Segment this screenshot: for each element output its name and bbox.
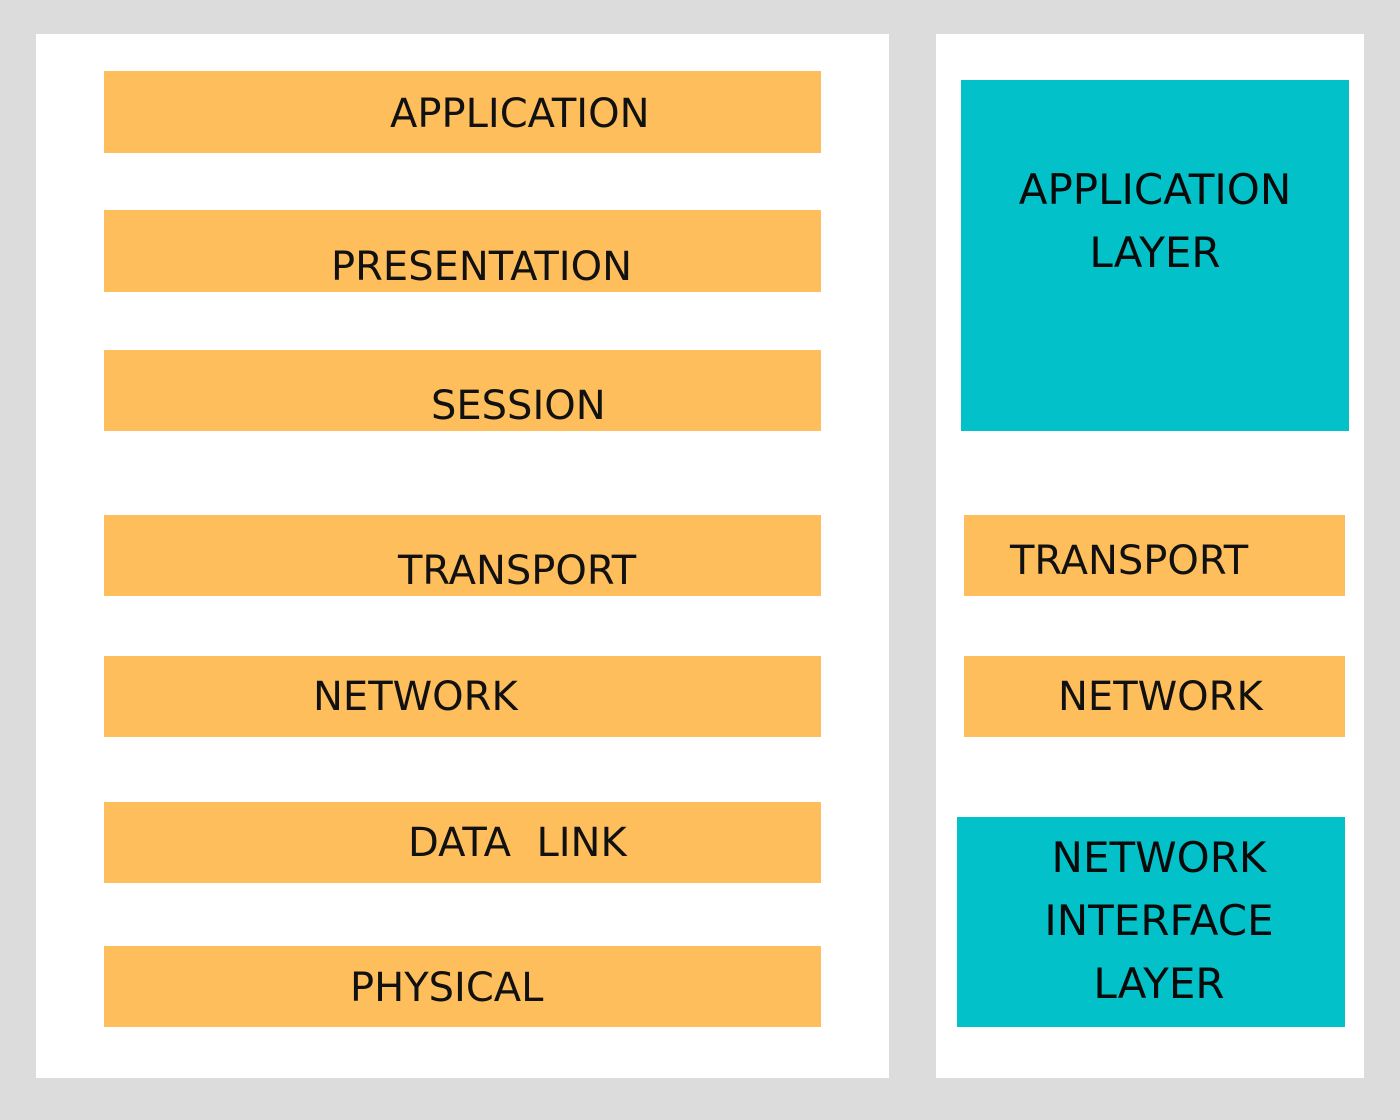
network-interface-label-line-1: NETWORK	[1051, 833, 1267, 882]
osi-layer-network: NETWORK	[104, 656, 821, 737]
osi-layer-label: TRANSPORT	[398, 548, 637, 594]
osi-layer-presentation: PRESENTATION	[104, 210, 821, 292]
application-layer-label-line-1: APPLICATION	[1018, 165, 1292, 214]
osi-layer-label: SESSION	[431, 383, 606, 429]
osi-layer-transport: TRANSPORT	[104, 515, 821, 596]
osi-layer-label: APPLICATION	[390, 91, 650, 137]
tcpip-network-label: NETWORK	[1058, 674, 1263, 720]
osi-layer-data-link: DATA LINK	[104, 802, 821, 883]
network-interface-label-line-3: LAYER	[1093, 959, 1225, 1008]
tcpip-layer-transport: TRANSPORT	[964, 515, 1345, 596]
tcpip-network-interface-layer: NETWORK INTERFACE LAYER	[957, 817, 1345, 1027]
osi-layer-label: NETWORK	[313, 674, 518, 720]
application-layer-label-line-2: LAYER	[1089, 228, 1221, 277]
osi-layer-application: APPLICATION	[104, 71, 821, 153]
tcpip-transport-label: TRANSPORT	[1010, 538, 1249, 584]
osi-layer-label: DATA LINK	[408, 820, 627, 866]
osi-layer-label: PHYSICAL	[350, 965, 544, 1011]
network-interface-label-line-2: INTERFACE	[1044, 896, 1274, 945]
tcpip-application-layer: APPLICATION LAYER	[961, 80, 1349, 431]
osi-layer-label: PRESENTATION	[331, 244, 632, 290]
osi-layer-physical: PHYSICAL	[104, 946, 821, 1027]
osi-layer-session: SESSION	[104, 350, 821, 431]
tcpip-layer-network: NETWORK	[964, 656, 1345, 737]
